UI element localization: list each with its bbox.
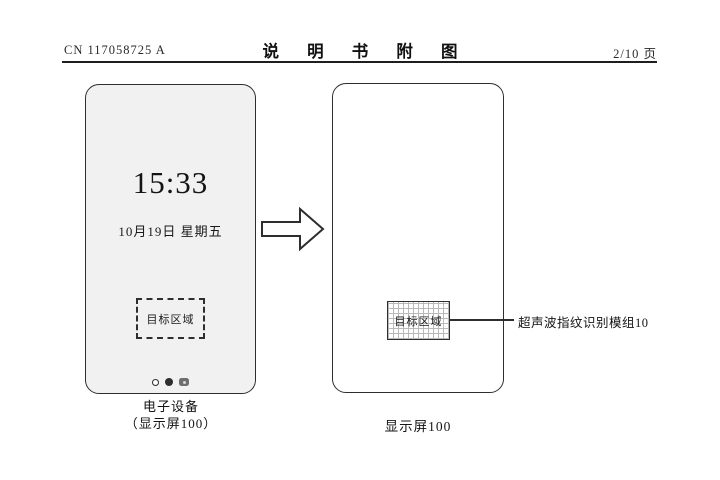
device-caption-line2: （显示屏100） bbox=[124, 416, 218, 431]
lockscreen-time: 15:33 bbox=[132, 165, 209, 200]
page-indicator: 2/10 页 bbox=[613, 47, 657, 61]
header-rule bbox=[62, 61, 657, 63]
target-area-label: 目标区域 bbox=[394, 315, 443, 328]
right-block-arrow-svg bbox=[261, 206, 325, 252]
right-block-arrow bbox=[261, 206, 325, 252]
callout-leader-line bbox=[449, 319, 514, 321]
target-area-hatched-box: 目标区域 bbox=[387, 301, 450, 340]
fingerprint-module-label: 超声波指纹识别模组10 bbox=[518, 316, 649, 330]
page-title: 说 明 书 附 图 bbox=[262, 42, 470, 61]
circle-outline-icon bbox=[152, 378, 159, 386]
display-panel-outline: 目标区域 bbox=[332, 83, 504, 393]
electronic-device-outline: 15:33 10月19日 星期五 目标区域 bbox=[85, 84, 256, 394]
display-caption: 显示屏100 bbox=[384, 419, 452, 434]
camera-icon bbox=[179, 378, 189, 386]
circle-filled-icon bbox=[165, 378, 173, 386]
lockscreen-date: 10月19日 星期五 bbox=[118, 224, 223, 239]
camera-lens-dot bbox=[182, 380, 186, 384]
bottom-nav-row bbox=[86, 378, 255, 386]
device-caption-line1: 电子设备 bbox=[142, 399, 199, 414]
device-caption: 电子设备 （显示屏100） bbox=[86, 398, 256, 432]
target-area-dashed-box: 目标区域 bbox=[136, 298, 205, 339]
patent-number: CN 117058725 A bbox=[64, 43, 166, 57]
target-area-label: 目标区域 bbox=[146, 313, 195, 326]
